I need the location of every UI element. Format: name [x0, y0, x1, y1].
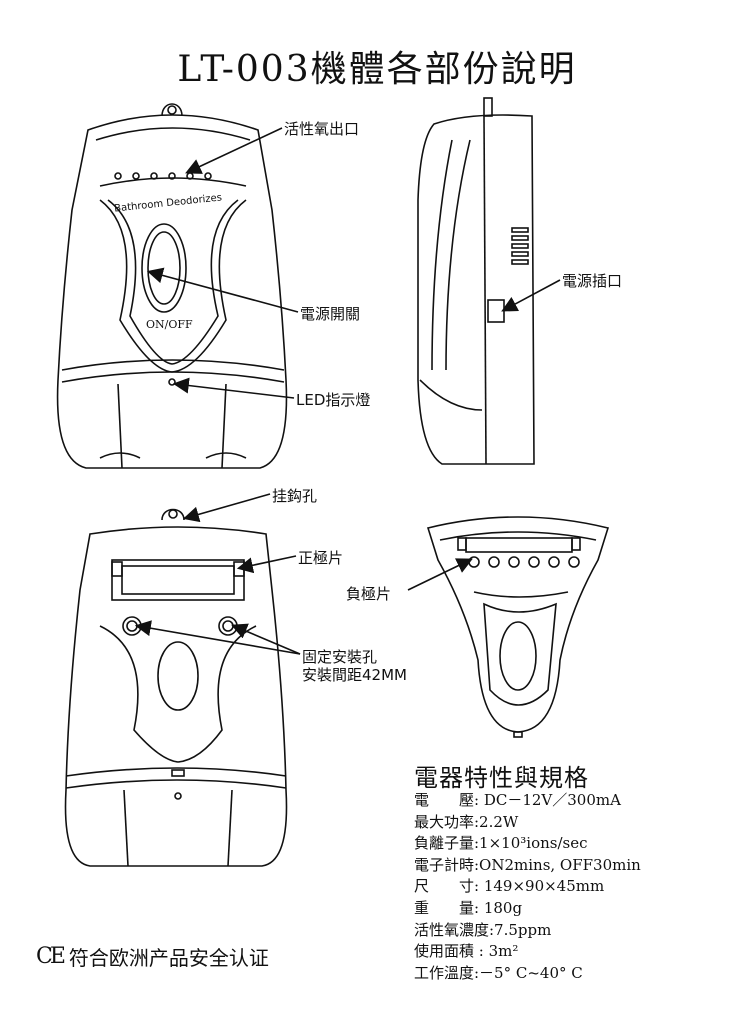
back-view [64, 493, 301, 867]
callout-power-port: 電源插口 [562, 272, 623, 290]
spec-ions: 負離子量:1×10³ions/sec [414, 834, 588, 853]
spec-size: 尺 寸: 149×90×45mm [414, 877, 605, 896]
certification: CE 符合欧洲产品安全认证 [36, 942, 269, 971]
specs-list: 電 壓: DC－12V／300mA 最大功率:2.2W 負離子量:1×10³io… [414, 790, 641, 984]
spec-power: 最大功率:2.2W [414, 812, 519, 831]
callout-positive: 正極片 [298, 549, 344, 567]
ce-mark: CE [36, 944, 66, 969]
side-view [417, 97, 561, 465]
callout-led: LED指示燈 [296, 391, 371, 409]
spec-area: 使用面積 : 3m² [414, 942, 519, 961]
spec-voltage: 電 壓: DC－12V／300mA [414, 791, 621, 809]
page-title: LT-003機體各部份說明 [177, 49, 577, 90]
certification-text: 符合欧洲产品安全认证 [68, 946, 269, 970]
specs-title: 電器特性與規格 [414, 764, 589, 792]
spec-timer: 電子計時:ON2mins, OFF30min [414, 855, 641, 874]
callout-negative: 負極片 [346, 585, 392, 603]
bottom-view [407, 516, 610, 738]
spec-ozone: 活性氧濃度:7.5ppm [414, 920, 552, 939]
spec-weight: 重 量: 180g [414, 898, 523, 917]
callout-mount-spacing: 安裝間距42MM [302, 666, 407, 684]
callout-hook-hole: 挂鈎孔 [272, 487, 318, 505]
callout-power-switch: 電源開關 [300, 305, 361, 323]
front-view [56, 103, 299, 469]
spec-temp: 工作溫度:－5° C~40° C [414, 963, 583, 982]
switch-text: ON/OFF [146, 318, 193, 331]
callout-mount-hole: 固定安裝孔 [302, 648, 378, 666]
callout-ozone-outlet: 活性氧出口 [284, 120, 360, 138]
